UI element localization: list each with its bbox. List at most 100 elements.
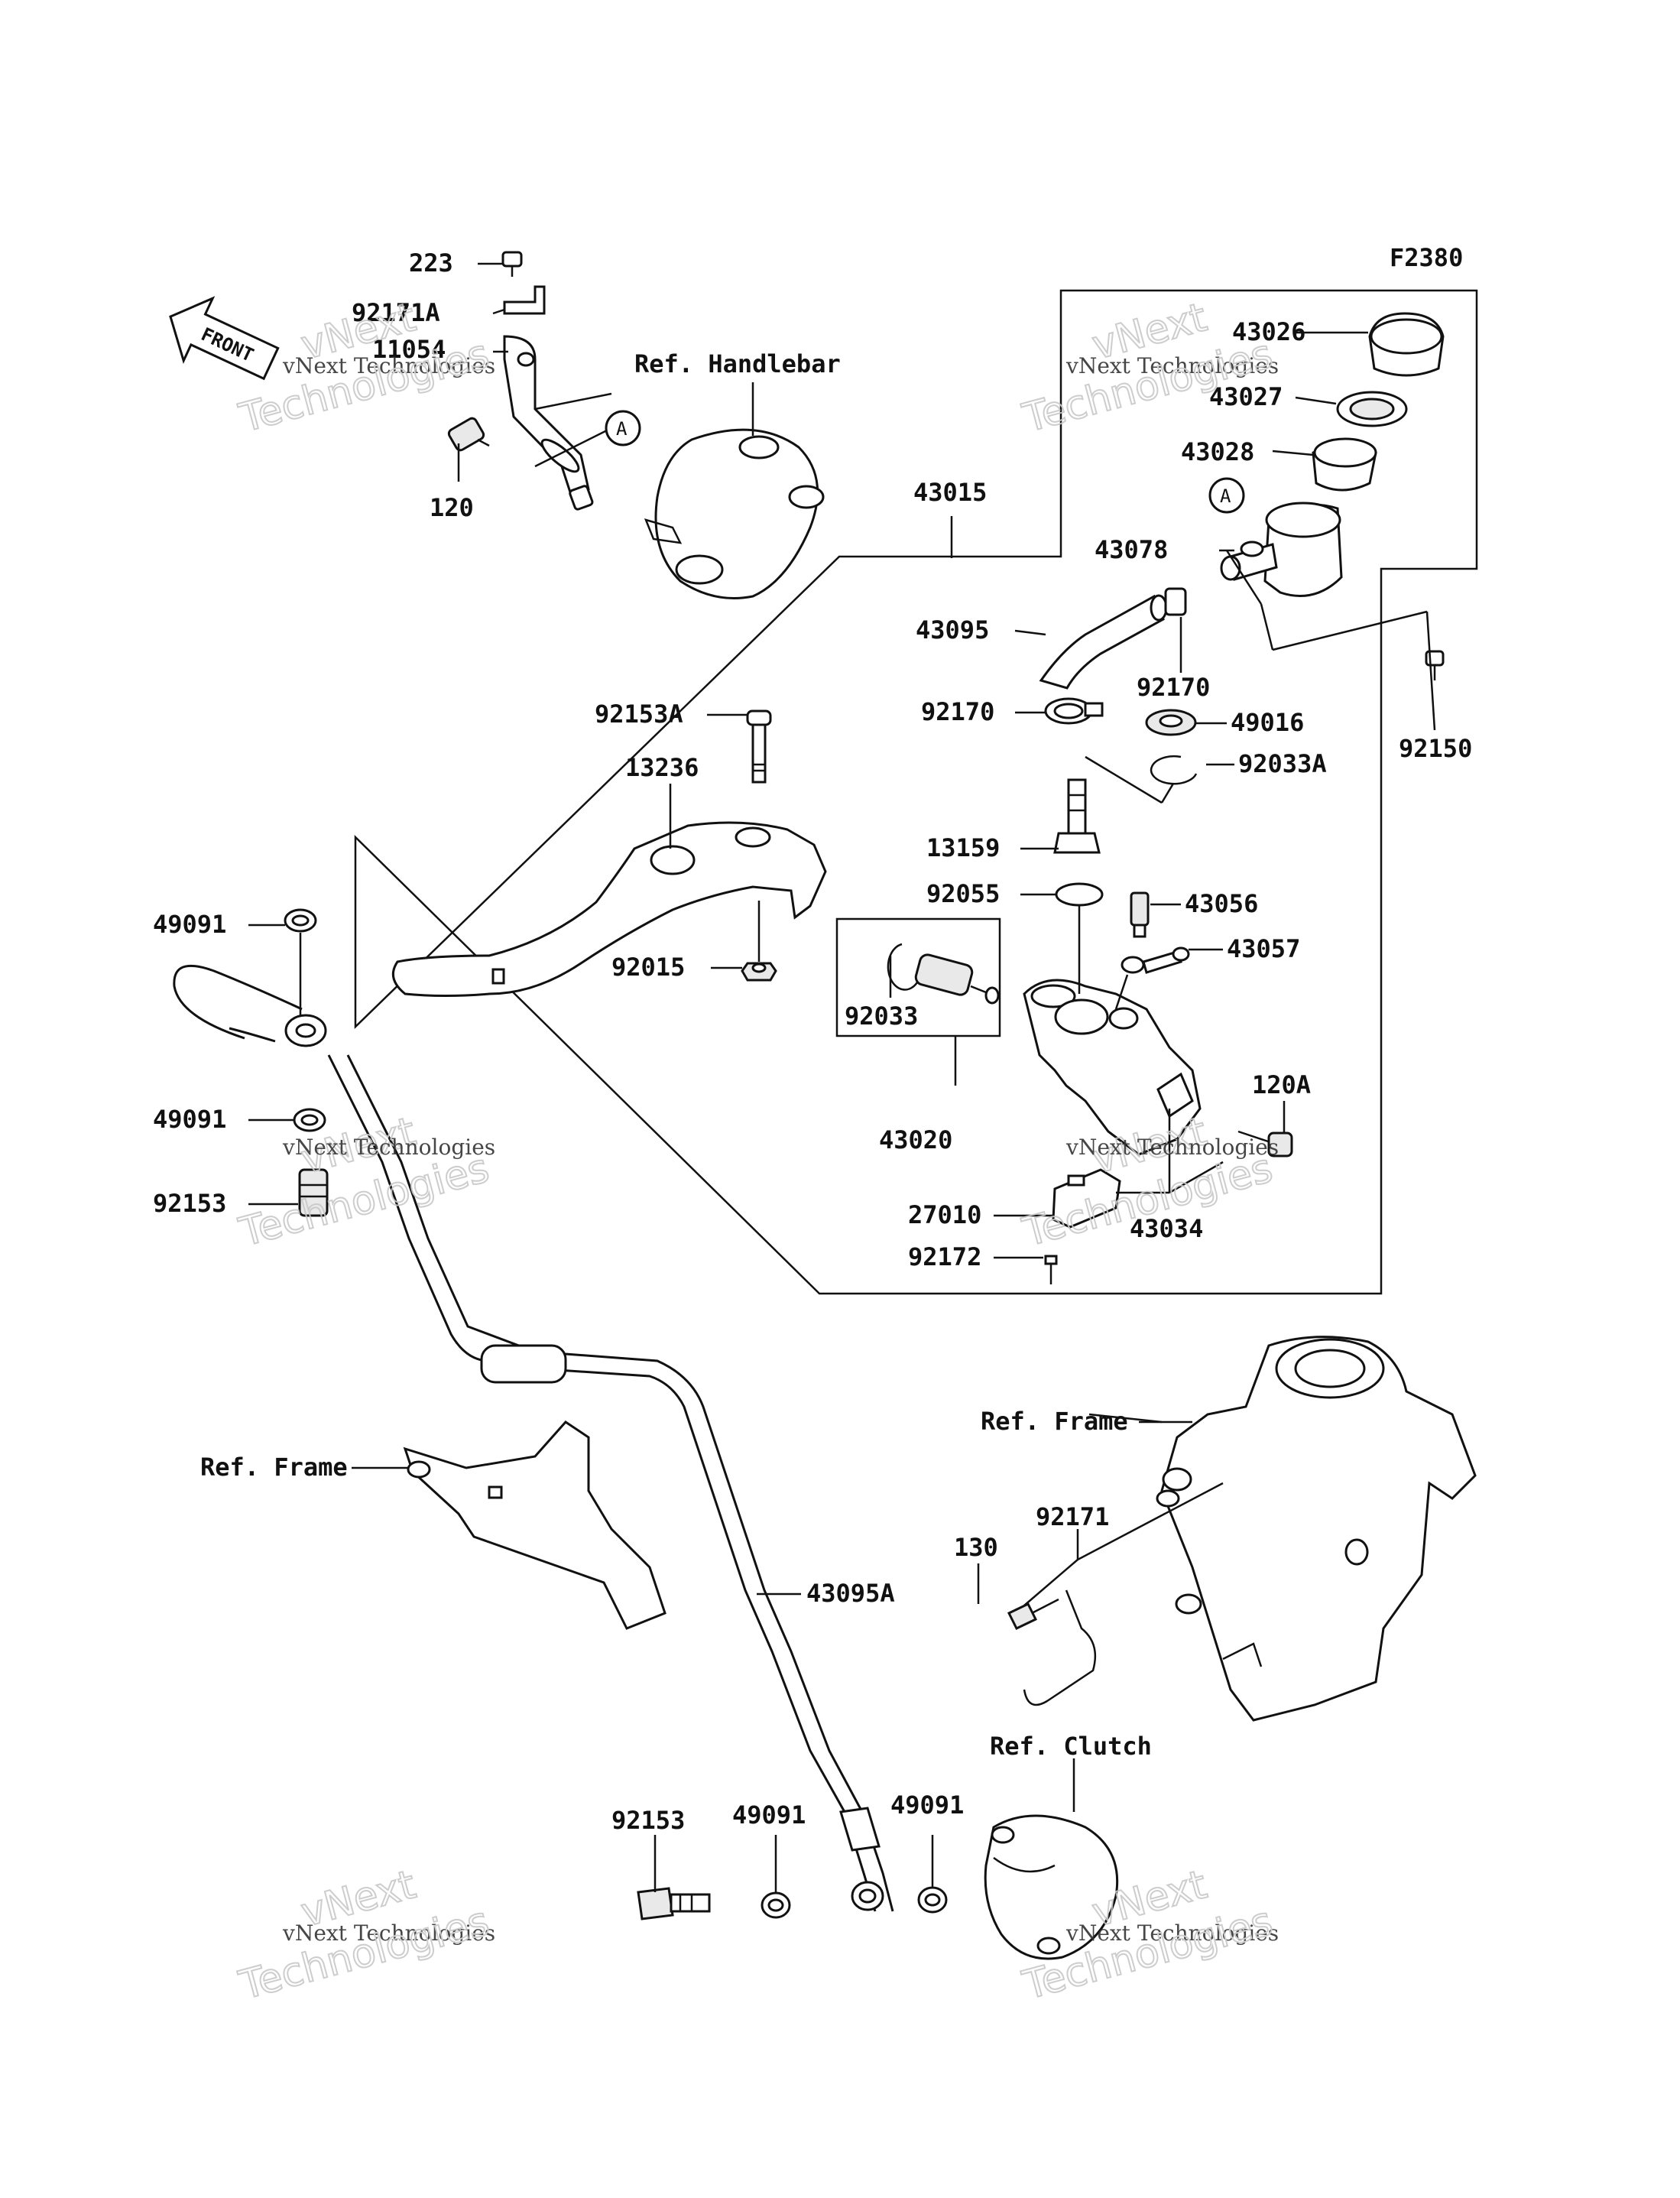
part-label: 92033A — [1238, 749, 1327, 778]
svg-text:vNext Technologies: vNext Technologies — [1065, 353, 1279, 378]
part-label: 130 — [954, 1533, 998, 1562]
fitting-13159-icon — [1053, 778, 1101, 854]
cap-43057-icon — [1121, 946, 1190, 974]
watermark-bottom-left: vNext vNext Technologies Technologies — [234, 1861, 495, 2010]
part-label: 223 — [409, 248, 453, 278]
part-label: 13236 — [625, 753, 699, 782]
assembly-outline — [354, 289, 1478, 1295]
banjo-bolt-92153-lower-icon — [637, 1887, 711, 1920]
part-label: 120 — [430, 493, 474, 522]
washer-49016-icon — [1145, 709, 1197, 736]
ref-clutch-label: Ref. Clutch — [990, 1732, 1152, 1761]
switch-27010-icon — [1052, 1168, 1121, 1229]
svg-text:vNext Technologies: vNext Technologies — [282, 353, 495, 378]
part-label: 11054 — [372, 335, 446, 364]
bracket-11054-icon — [503, 335, 590, 499]
part-label: 43020 — [879, 1125, 952, 1154]
bolt-223-icon — [501, 251, 523, 277]
svg-text:vNext Technologies: vNext Technologies — [1065, 1135, 1279, 1160]
piston-kit-icon — [914, 953, 1000, 1005]
screw-120-icon — [447, 417, 490, 452]
part-label: 43078 — [1095, 535, 1168, 564]
watermark-top-left: vNext vNext Technologies Technologies — [234, 294, 495, 443]
frame-bracket-left-icon — [403, 1420, 666, 1630]
part-label: 92172 — [908, 1242, 981, 1271]
callout-a-right: A — [1208, 477, 1245, 514]
part-label: 43028 — [1181, 437, 1254, 466]
plate-43028-icon — [1312, 437, 1377, 492]
svg-text:vNext Technologies: vNext Technologies — [282, 1920, 495, 1946]
screw-92172-icon — [1044, 1255, 1058, 1284]
svg-text:A: A — [1220, 485, 1231, 507]
part-label: 92150 — [1399, 734, 1472, 763]
washer-49091-lower-right-icon — [917, 1886, 948, 1914]
part-label: 92171 — [1036, 1502, 1109, 1531]
svg-text:vNext Technologies: vNext Technologies — [282, 1135, 495, 1160]
part-label: 43034 — [1130, 1214, 1203, 1243]
clutch-hose-43095A-icon — [327, 1054, 877, 1912]
banjo-hose-lower-icon — [839, 1807, 884, 1911]
svg-text:vNext Technologies: vNext Technologies — [1065, 1920, 1279, 1946]
screw-92150-icon — [1425, 650, 1445, 680]
banjo-bolt-92153-upper-icon — [298, 1168, 329, 1217]
part-label: 43026 — [1232, 317, 1305, 346]
part-label: 43095 — [916, 615, 989, 644]
washer-49091-middle-icon — [293, 1108, 326, 1132]
part-label: 120A — [1252, 1070, 1311, 1099]
part-label: 49016 — [1231, 708, 1304, 737]
part-label: 92153 — [611, 1806, 685, 1835]
hose-clamp-92170-icon — [1044, 697, 1104, 725]
bolt-130-icon — [1007, 1598, 1059, 1630]
clutch-slave-cylinder-icon — [984, 1814, 1119, 1960]
frame-head-stock-icon — [1156, 1336, 1477, 1722]
part-label: 92153 — [153, 1189, 226, 1218]
part-label: 43056 — [1185, 889, 1258, 918]
bolt-120A-icon — [1237, 1130, 1293, 1157]
ref-handlebar-label: Ref. Handlebar — [634, 349, 841, 378]
front-arrow-icon: FRONT — [169, 296, 280, 381]
washer-49091-lower-left-icon — [761, 1891, 791, 1919]
svg-text:A: A — [616, 418, 628, 440]
circlip-92033-icon — [887, 943, 919, 991]
part-label: 49091 — [153, 910, 226, 939]
part-label: 13159 — [926, 833, 1000, 862]
circlip-92033A-icon — [1150, 755, 1198, 785]
part-label: 27010 — [908, 1200, 981, 1229]
part-label: 92171A — [352, 298, 440, 327]
figure-code: F2380 — [1390, 243, 1463, 272]
part-label: 43027 — [1209, 382, 1283, 411]
part-label: 92015 — [611, 953, 685, 982]
reservoir-cap-43026-icon — [1368, 312, 1445, 377]
ref-frame-right-label: Ref. Frame — [981, 1407, 1128, 1436]
part-label: 49091 — [890, 1791, 964, 1820]
leader-lines — [248, 262, 1436, 1892]
clutch-lever-13236-icon — [391, 821, 827, 997]
part-label: 43095A — [806, 1579, 895, 1608]
part-label: 92170 — [921, 697, 994, 726]
part-label: 49091 — [153, 1105, 226, 1134]
part-label: 92055 — [926, 879, 1000, 908]
hose-sleeve-icon — [480, 1344, 567, 1384]
clamp-92171A-icon — [503, 285, 546, 315]
part-label: 43057 — [1227, 934, 1300, 963]
part-label: 92033 — [845, 1002, 918, 1031]
bleeder-43056-icon — [1130, 891, 1150, 938]
watermark-middle-left: vNext vNext Technologies Technologies — [234, 1108, 495, 1257]
clamp-92171-icon — [1023, 1589, 1097, 1706]
reservoir-43078-icon — [1220, 502, 1343, 597]
banjo-hose-upper-icon — [173, 964, 327, 1047]
subassembly-box — [835, 917, 1001, 1037]
callout-a-left: A — [605, 410, 641, 446]
master-cylinder-body-icon — [1023, 979, 1202, 1156]
ref-frame-left-label: Ref. Frame — [200, 1453, 348, 1482]
part-label: 49091 — [732, 1800, 806, 1830]
part-label: 92170 — [1137, 673, 1210, 702]
part-label: 43015 — [913, 478, 987, 507]
washer-49091-upper-icon — [284, 908, 317, 933]
diaphragm-43027-icon — [1336, 391, 1408, 427]
pivot-bolt-92153A-icon — [746, 709, 772, 784]
o-ring-92055-icon — [1055, 882, 1104, 907]
clip-92170-icon — [1164, 587, 1187, 616]
part-label: 92153A — [595, 700, 683, 729]
